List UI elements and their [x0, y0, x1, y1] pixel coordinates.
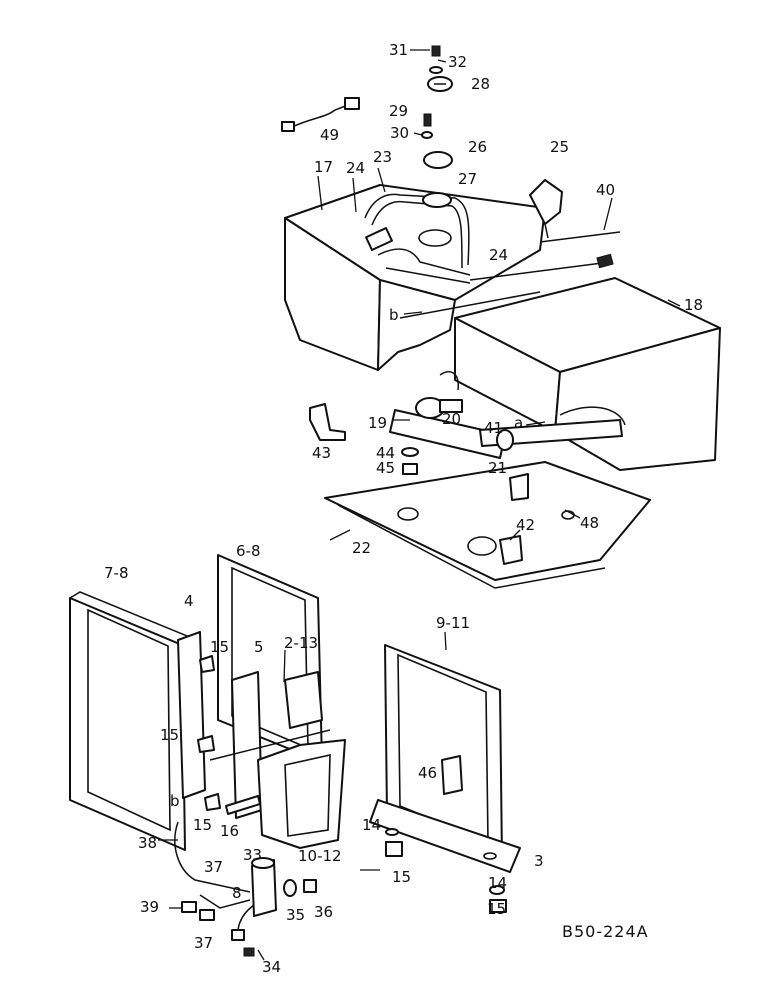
callout: 18 [684, 296, 703, 314]
tank-cover [454, 277, 721, 471]
callout: 31 [389, 41, 408, 59]
callout: 30 [390, 124, 409, 142]
bracket-2-13 [284, 671, 323, 729]
callout: 10-12 [298, 847, 342, 865]
leader-lines [158, 49, 681, 961]
frame-10-12 [209, 729, 346, 849]
filler-cap-stack [427, 45, 453, 92]
callout: 24 [489, 246, 508, 264]
callout: 22 [352, 539, 371, 557]
callout: 15 [392, 868, 411, 886]
callout: 17 [314, 158, 333, 176]
fuel-line-bracket [389, 371, 626, 459]
callout: b [170, 792, 180, 810]
callout: 33 [243, 846, 262, 864]
fuel-tank [284, 184, 621, 371]
callout: 14 [362, 816, 381, 834]
bracket-43 [309, 403, 346, 441]
washer-14b [489, 885, 505, 895]
callout: 20 [442, 410, 461, 428]
callout: b [389, 306, 399, 324]
callout: 15 [193, 816, 212, 834]
callout: 44 [376, 444, 395, 462]
callout: 5 [254, 638, 264, 656]
callout: 38 [138, 834, 157, 852]
callout: 3 [534, 852, 544, 870]
ring-27 [422, 192, 452, 208]
nut-15a [385, 841, 403, 857]
fuel-sender-25 [529, 179, 563, 239]
figure-code: B50-224A [562, 922, 649, 941]
wire-harness-49 [281, 97, 360, 132]
callout: 35 [286, 906, 305, 924]
callout: a [514, 414, 523, 432]
nut-15b [489, 899, 507, 913]
callout: 15 [487, 900, 506, 918]
nut-15c [199, 655, 215, 673]
callout: 23 [373, 148, 392, 166]
grommet-26 [423, 151, 453, 169]
nut-15e [204, 793, 221, 811]
callout: 24 [346, 159, 365, 177]
callout: 28 [471, 75, 490, 93]
callout: 42 [516, 516, 535, 534]
callout: 40 [596, 181, 615, 199]
callout: 14 [488, 874, 507, 892]
nut-45 [402, 463, 418, 475]
callout: 21 [488, 459, 507, 477]
callout: 32 [448, 53, 467, 71]
callout: 15 [160, 726, 179, 744]
mounting-plate [324, 461, 651, 589]
callout: 8 [232, 884, 242, 902]
callout: 6-8 [236, 542, 261, 560]
fuel-pump-33 [174, 821, 317, 957]
callout: 7-8 [104, 564, 129, 582]
callout: 19 [368, 414, 387, 432]
washer-44 [401, 447, 419, 457]
bracket-46 [441, 755, 463, 795]
callout: 46 [418, 764, 437, 782]
callout: 41 [484, 419, 503, 437]
frame-9-11 [384, 644, 503, 861]
callout: 9-11 [436, 614, 470, 632]
callout: 29 [389, 102, 408, 120]
callout: 15 [210, 638, 229, 656]
callout-labels: 31 32 28 29 30 26 49 25 17 23 24 27 40 2… [104, 41, 703, 976]
washer-30 [421, 131, 433, 139]
callout: 4 [184, 592, 194, 610]
base-plate-3 [369, 799, 521, 873]
callout: 27 [458, 170, 477, 188]
nut-15d [197, 735, 215, 753]
callout: 43 [312, 444, 331, 462]
callout: 37 [194, 934, 213, 952]
bolt-29 [423, 113, 432, 127]
callout: 34 [262, 958, 281, 976]
callout: 26 [468, 138, 487, 156]
callout: 39 [140, 898, 159, 916]
callout: 37 [204, 858, 223, 876]
callout: 36 [314, 903, 333, 921]
post-4 [177, 631, 206, 799]
callout: 2-13 [284, 634, 318, 652]
washer-14a [385, 828, 399, 836]
callout: 16 [220, 822, 239, 840]
frame-7-8 [69, 591, 193, 851]
bolt-16 [225, 795, 261, 815]
callout: 25 [550, 138, 569, 156]
callout: 45 [376, 459, 395, 477]
callout: 49 [320, 126, 339, 144]
callout: 48 [580, 514, 599, 532]
